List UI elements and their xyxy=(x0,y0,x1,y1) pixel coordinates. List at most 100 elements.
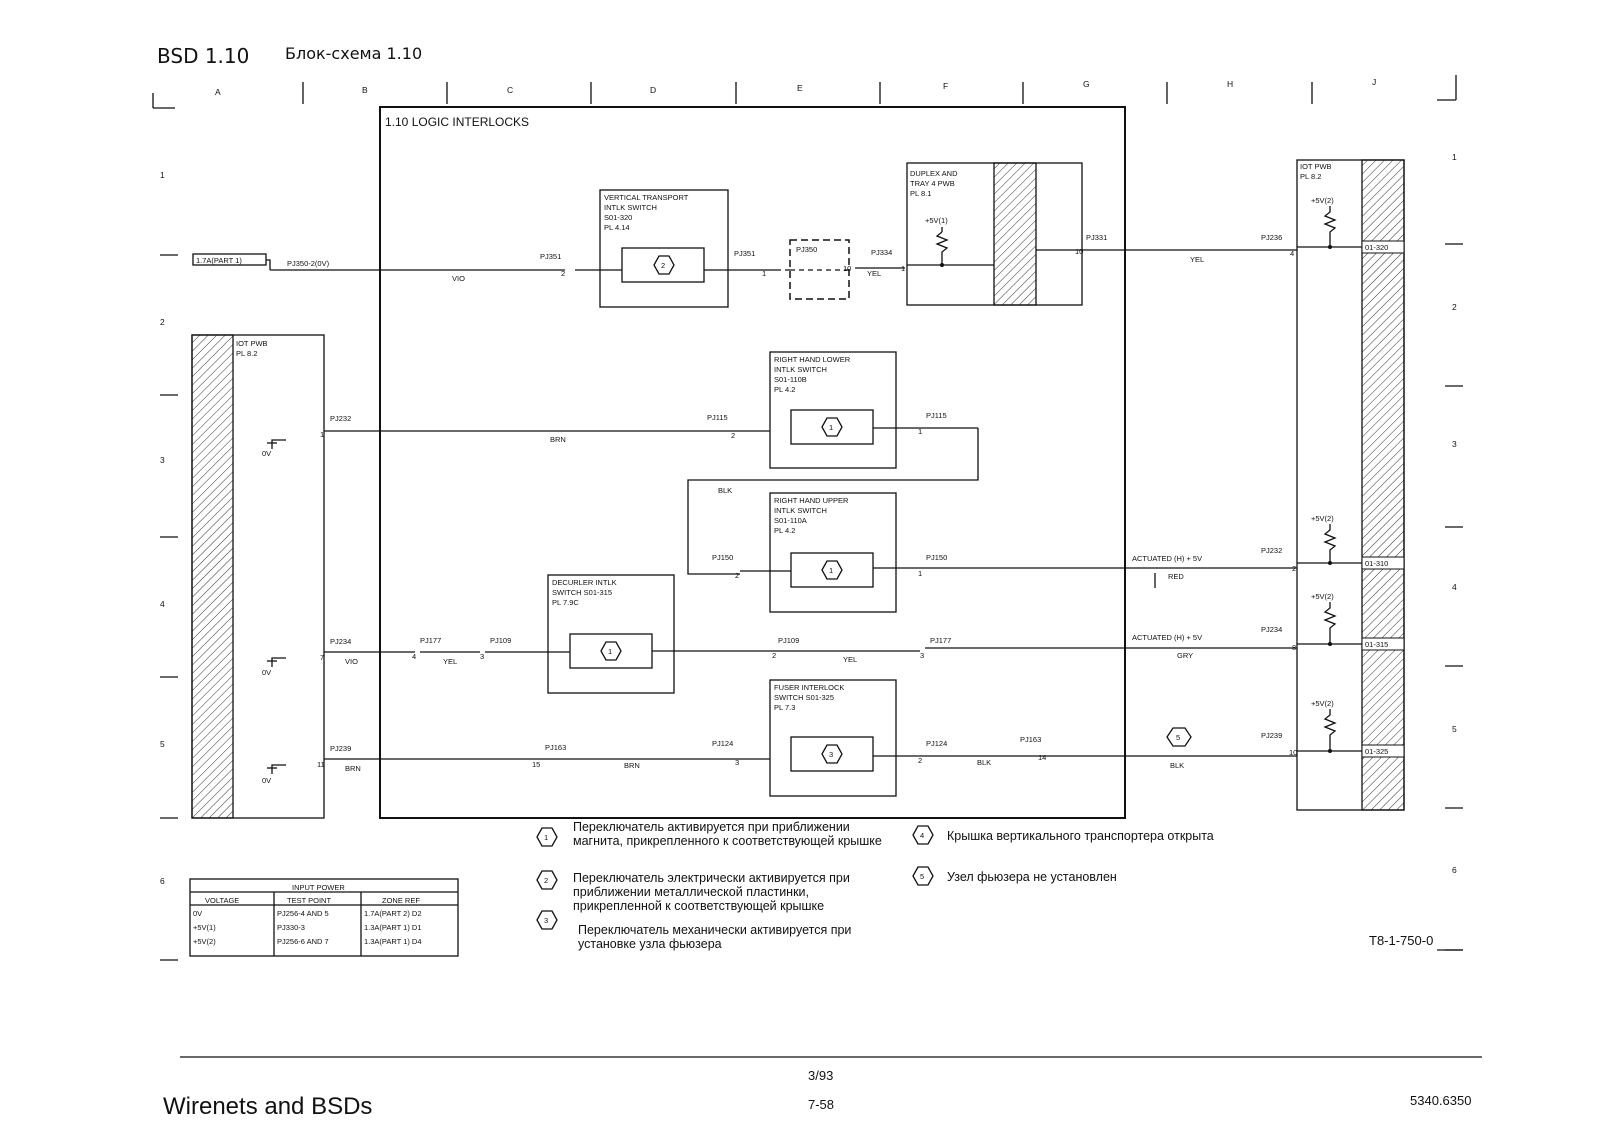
rh-upper-line2: INTLK SWITCH xyxy=(774,506,827,515)
document-code: T8-1-750-0 xyxy=(1369,933,1434,948)
cell-zoneref-2: 1.3A(PART 1) D4 xyxy=(364,937,422,946)
note-1-num: 1 xyxy=(544,833,548,842)
zone-col-c: C xyxy=(507,85,513,95)
note-markers: 1 2 3 4 5 xyxy=(536,825,934,930)
zone-col-d: D xyxy=(650,85,656,95)
rh-upper-note-num: 1 xyxy=(829,566,833,575)
cell-testpoint-0: PJ256-4 AND 5 xyxy=(277,909,329,918)
pin-14-w5e: 14 xyxy=(1038,753,1046,762)
footer-doc-number: 5340.6350 xyxy=(1410,1093,1472,1108)
wire-color-yel-4: YEL xyxy=(843,655,857,664)
zone-row-6-left: 6 xyxy=(160,876,165,886)
note-4-num: 4 xyxy=(920,831,924,840)
actuated-label-2: ACTUATED (H) + 5V xyxy=(1132,633,1202,642)
wire-row-4a: RIGHT HAND UPPER INTLK SWITCH S01-110A P… xyxy=(712,492,1405,613)
wire-row-4b: PJ234 7 0V VIO 4 PJ177 YEL 3 PJ109 DECUR… xyxy=(262,574,1405,694)
rh-upper-id: S01-110A xyxy=(774,516,807,525)
hexagon-note-icon xyxy=(912,825,934,845)
pj177-label-a: PJ177 xyxy=(420,636,441,645)
hexagon-note-icon xyxy=(653,255,675,275)
pin-2-w3c: 2 xyxy=(1292,564,1296,573)
pin-8-w4f: 8 xyxy=(1292,643,1296,652)
output-01-310: 01-310 xyxy=(1365,559,1388,568)
supply-5v2-row3: +5V(2) xyxy=(1311,514,1334,523)
duplex-supply: +5V(1) xyxy=(925,216,948,225)
pj124-label-a: PJ124 xyxy=(712,739,733,748)
fuser-title: FUSER INTERLOCK xyxy=(774,683,844,692)
zone-row-6-right: 6 xyxy=(1452,865,1457,875)
fuser-line2: SWITCH S01-325 xyxy=(774,693,834,702)
hexagon-note-icon xyxy=(1166,727,1192,747)
pin-2-w4d: 2 xyxy=(772,651,776,660)
pj236-label: PJ236 xyxy=(1261,233,1282,242)
pin-7-w4: 7 xyxy=(320,653,324,662)
pin-1-w2b: 1 xyxy=(918,427,922,436)
duplex-title: DUPLEX AND xyxy=(910,169,958,178)
note-2-text: Переключатель электрически активируется … xyxy=(573,871,850,913)
note-3-num: 3 xyxy=(544,916,548,925)
col-header-zone-ref: ZONE REF xyxy=(382,896,420,905)
pin-3-w4: 3 xyxy=(480,652,484,661)
decurler-note-num: 1 xyxy=(608,647,612,656)
wire-color-vio-1: VIO xyxy=(452,274,465,283)
pj350-label: PJ350 xyxy=(796,245,817,254)
pj239-left-label: PJ239 xyxy=(330,744,351,753)
pin-3-w4e: 3 xyxy=(920,651,924,660)
left-iot-pwb: IOT PWB PL 8.2 xyxy=(191,334,325,819)
zone-col-j: J xyxy=(1372,77,1376,87)
left-pwb-pl: PL 8.2 xyxy=(236,349,257,358)
pin-2-w2: 2 xyxy=(731,431,735,440)
zone-row-2-right: 2 xyxy=(1452,302,1457,312)
pj351-label-a: PJ351 xyxy=(540,252,561,261)
left-pwb-title: IOT PWB xyxy=(236,339,268,348)
pj232-left-label: PJ232 xyxy=(330,414,351,423)
pin-3-w5: 3 xyxy=(735,758,739,767)
pj115-label-a: PJ115 xyxy=(707,413,728,422)
wire-color-red: RED xyxy=(1168,572,1184,581)
wire-color-brn-3: BRN xyxy=(624,761,640,770)
zone-col-g: G xyxy=(1083,79,1090,89)
right-pwb-pl: PL 8.2 xyxy=(1300,172,1321,181)
cell-testpoint-2: PJ256-6 AND 7 xyxy=(277,937,329,946)
hexagon-note-icon xyxy=(912,866,934,886)
pj150-label-a: PJ150 xyxy=(712,553,733,562)
pin-15-w5: 15 xyxy=(532,760,540,769)
wire-color-gry: GRY xyxy=(1177,651,1193,660)
pin-4-f: 4 xyxy=(1290,249,1294,258)
duplex-pl: PL 8.1 xyxy=(910,189,931,198)
output-01-315: 01-315 xyxy=(1365,640,1388,649)
zone-ruler-sides: 1 2 3 4 5 6 1 2 3 4 5 6 xyxy=(160,152,1463,961)
pj232-right-label: PJ232 xyxy=(1261,546,1282,555)
zone-row-3-left: 3 xyxy=(160,455,165,465)
vertical-switch-pl: PL 4.14 xyxy=(604,223,630,232)
pin-2-w3: 2 xyxy=(735,571,739,580)
pj163-label-b: PJ163 xyxy=(1020,735,1041,744)
zone-row-5-right: 5 xyxy=(1452,724,1457,734)
wire-color-yel-2: YEL xyxy=(1190,255,1204,264)
fuser-pl: PL 7.3 xyxy=(774,703,795,712)
hexagon-note-icon xyxy=(821,560,843,580)
duplex-line2: TRAY 4 PWB xyxy=(910,179,955,188)
output-01-325: 01-325 xyxy=(1365,747,1388,756)
rh-lower-pl: PL 4.2 xyxy=(774,385,795,394)
col-header-test-point: TEST POINT xyxy=(287,896,331,905)
pin-1-w3: 1 xyxy=(918,569,922,578)
rh-lower-note-num: 1 xyxy=(829,423,833,432)
zone-col-a: A xyxy=(215,87,221,97)
output-01-320: 01-320 xyxy=(1365,243,1388,252)
wire-row-1: 1.7A(PART 1) PJ350-2(0V) VIO PJ351 2 VER… xyxy=(192,162,1405,308)
pj177-label-b: PJ177 xyxy=(930,636,951,645)
decurler-pl: PL 7.9C xyxy=(552,598,579,607)
rh-upper-title: RIGHT HAND UPPER xyxy=(774,496,849,505)
wire-color-blk-2: BLK xyxy=(977,758,991,767)
ref-box-label: 1.7A(PART 1) xyxy=(196,256,242,265)
block-title: 1.10 LOGIC INTERLOCKS xyxy=(385,115,529,129)
hexagon-note-icon xyxy=(536,910,558,930)
vertical-note-num: 2 xyxy=(661,261,665,270)
wire-color-blk-1: BLK xyxy=(718,486,732,495)
input-power-title: INPUT POWER xyxy=(292,883,345,892)
zone-col-e: E xyxy=(797,83,803,93)
page-title: BSD 1.10 xyxy=(157,44,250,68)
cell-voltage-2: +5V(2) xyxy=(193,937,216,946)
zone-row-5-left: 5 xyxy=(160,739,165,749)
